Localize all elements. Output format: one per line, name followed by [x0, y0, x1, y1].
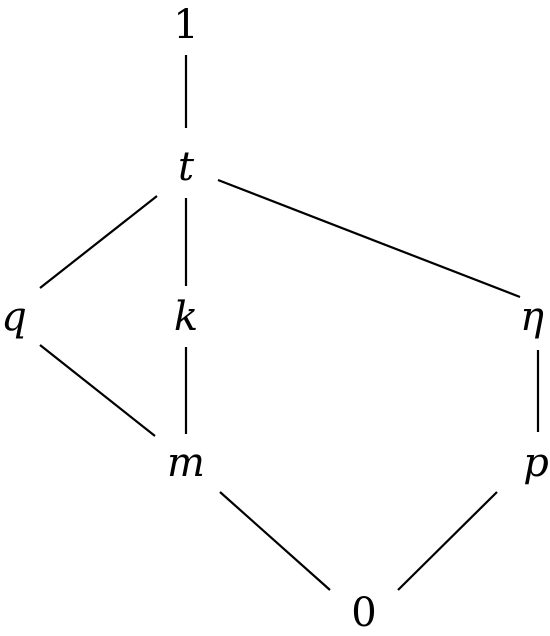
- node-label-m: m: [167, 440, 205, 486]
- edge-t-eta: [217, 178, 521, 299]
- node-label-p: p: [523, 440, 549, 486]
- node-label-eta: η: [520, 294, 544, 340]
- edge-t-q: [39, 195, 158, 289]
- node-label-1: 1: [173, 2, 198, 48]
- edge-p-0: [397, 491, 498, 591]
- edge-m-0: [219, 491, 331, 591]
- node-label-q: q: [1, 294, 27, 340]
- node-label-0: 0: [351, 590, 376, 636]
- edge-q-m: [39, 344, 156, 437]
- node-label-t: t: [178, 144, 195, 190]
- node-label-k: k: [174, 294, 198, 340]
- edges-group: [39, 55, 540, 591]
